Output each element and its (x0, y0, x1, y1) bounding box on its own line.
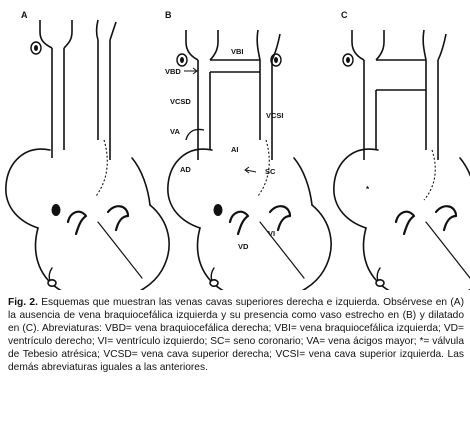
label-vcsi: VCSI (266, 111, 284, 120)
panel-b-diagram: VBI VBD VCSD VCSI VA AD AI SC VI VD (165, 29, 333, 290)
panel-letter-c: C (341, 10, 348, 20)
label-vi: VI (268, 229, 275, 238)
caption-text: Esquemas que muestran las venas cavas su… (8, 297, 464, 373)
label-va: VA (170, 127, 180, 136)
panel-letter-b: B (165, 10, 172, 20)
label-vd: VD (238, 242, 249, 251)
label-sc: SC (265, 167, 276, 176)
label-vcsd: VCSD (170, 97, 191, 106)
label-vbd: VBD (165, 67, 181, 76)
label-vbi: VBI (231, 47, 244, 56)
figure-caption: Fig. 2. Esquemas que muestran las venas … (8, 296, 464, 374)
label-star: * (366, 185, 370, 194)
panel-a-diagram (4, 19, 171, 290)
panel-c-diagram: * (332, 29, 470, 290)
panel-letter-a: A (21, 10, 28, 20)
label-ad: AD (180, 165, 191, 174)
label-ai: AI (231, 145, 239, 154)
heart-schematics: VBI VBD VCSD VCSI VA AD AI SC VI VD (4, 19, 470, 290)
caption-label: Fig. 2. (8, 297, 38, 308)
